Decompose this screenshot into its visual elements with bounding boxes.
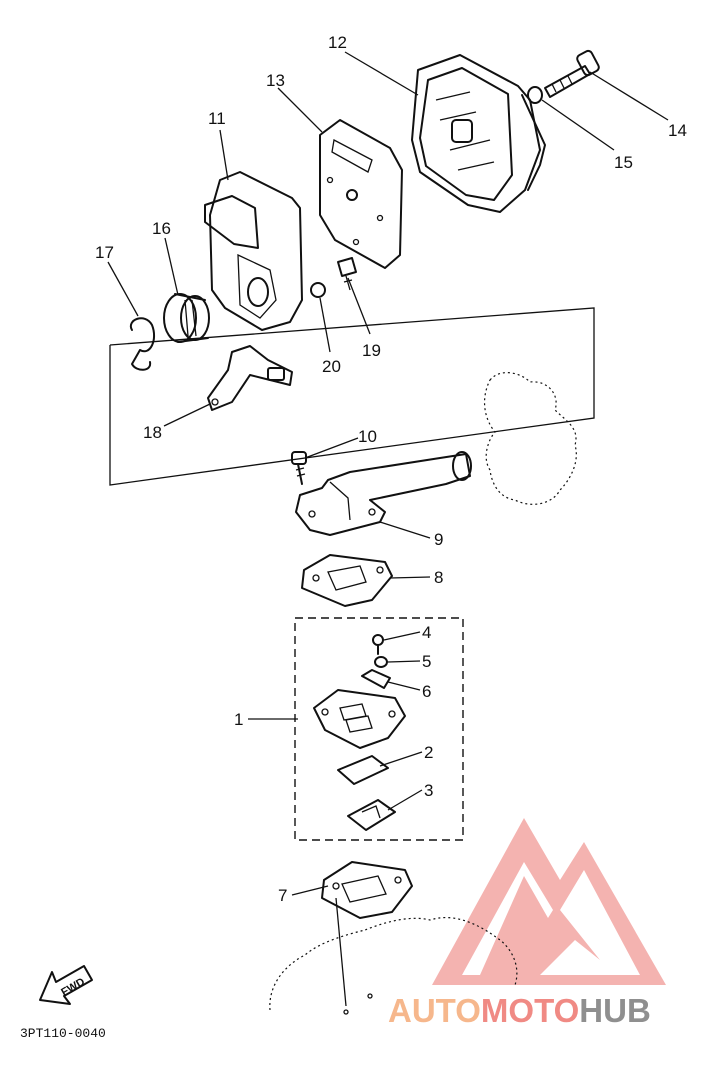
air-box-case — [411, 54, 546, 213]
label-part-4: 4 — [422, 623, 431, 642]
label-part-10: 10 — [358, 427, 377, 446]
intake-joint-16 — [163, 293, 210, 343]
washer-15 — [527, 86, 543, 104]
watermark-moto: MOTO — [481, 992, 579, 1029]
bolt-10 — [291, 451, 307, 485]
stopper-plate-6 — [361, 669, 391, 689]
assembly-boundary — [109, 307, 595, 486]
hose-clamp-17 — [129, 317, 156, 371]
fwd-arrow-icon: FWD — [39, 965, 93, 1005]
bolt-14 — [544, 49, 600, 98]
screw-4 — [372, 634, 384, 655]
label-part-13: 13 — [266, 71, 285, 90]
label-part-11: 11 — [208, 109, 226, 128]
diagram-code: 3PT110-0040 — [20, 1026, 106, 1041]
label-part-9: 9 — [434, 530, 443, 549]
label-part-8: 8 — [434, 568, 443, 587]
reed-3 — [347, 799, 396, 831]
label-part-20: 20 — [322, 357, 341, 376]
label-part-14: 14 — [668, 121, 687, 140]
label-part-5: 5 — [422, 652, 431, 671]
watermark-brand: AUTOMOTOHUB — [388, 992, 651, 1029]
watermark-logo-icon — [432, 818, 666, 985]
screw-19 — [337, 257, 357, 291]
label-part-12: 12 — [328, 33, 347, 52]
label-part-18: 18 — [143, 423, 162, 442]
air-filter-element — [319, 119, 403, 269]
label-part-17: 17 — [95, 243, 114, 262]
engine-outline-lower — [269, 916, 518, 1011]
intake-manifold-9 — [295, 451, 472, 536]
bracket-18 — [207, 345, 293, 411]
engine-outline-upper — [483, 372, 577, 505]
reed-2 — [337, 755, 389, 785]
label-part-16: 16 — [152, 219, 171, 238]
reed-valve-body — [313, 689, 406, 749]
watermark-hub: HUB — [579, 992, 651, 1029]
label-part-6: 6 — [422, 682, 431, 701]
label-part-3: 3 — [424, 781, 433, 800]
air-cleaner-cap — [204, 171, 303, 331]
gasket-7 — [321, 861, 413, 919]
nut-5 — [374, 656, 388, 668]
watermark-auto: AUTO — [388, 992, 481, 1029]
label-part-1: 1 — [234, 710, 243, 729]
reed-valve-assembly-box — [294, 617, 464, 841]
label-part-7: 7 — [278, 886, 287, 905]
gasket-8 — [301, 554, 393, 607]
svg-text:AUTOMOTOHUB: AUTOMOTOHUB — [388, 992, 651, 1029]
fwd-label: FWD — [59, 976, 87, 999]
label-part-15: 15 — [614, 153, 633, 172]
label-part-19: 19 — [362, 341, 381, 360]
leader-lines — [107, 51, 669, 1007]
washer-20 — [310, 282, 326, 298]
label-part-2: 2 — [424, 743, 433, 762]
